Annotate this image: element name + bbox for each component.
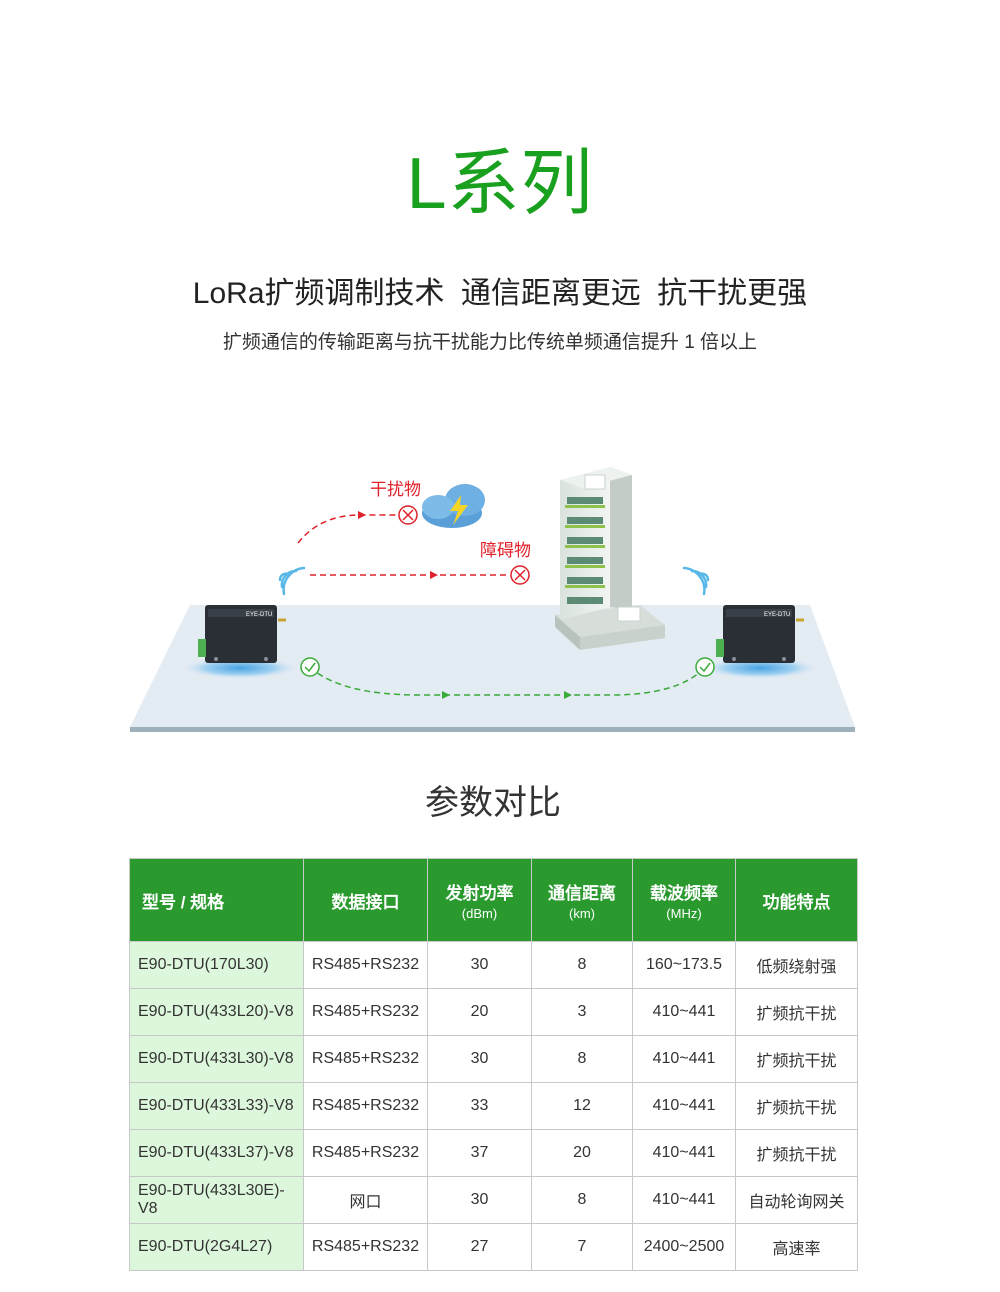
cell-power: 27 — [427, 1223, 532, 1271]
interference-label: 干扰物 — [370, 480, 421, 500]
header-interface: 数据接口 — [303, 858, 428, 942]
cell-power: 30 — [427, 1035, 532, 1083]
cell-power: 30 — [427, 1176, 532, 1224]
table-row: E90-DTU(433L30)-V8 RS485+RS232 30 8 410~… — [129, 1035, 858, 1083]
page-title: L系列 — [406, 144, 594, 224]
cell-power: 30 — [427, 941, 532, 989]
cell-model: E90-DTU(170L30) — [129, 941, 304, 989]
comparison-title: 参数对比 — [425, 784, 561, 822]
cell-model: E90-DTU(433L37)-V8 — [129, 1129, 304, 1177]
building — [555, 467, 665, 650]
cell-frequency: 410~441 — [632, 1035, 736, 1083]
cell-frequency: 160~173.5 — [632, 941, 736, 989]
left-check-icon — [300, 657, 320, 677]
cell-feature: 自动轮询网关 — [735, 1176, 858, 1224]
header-frequency: 载波频率 (MHz) — [632, 858, 736, 942]
platform — [130, 605, 855, 732]
cell-interface: RS485+RS232 — [303, 1035, 428, 1083]
cell-distance: 8 — [531, 941, 633, 989]
right-check-icon — [695, 657, 715, 677]
headline: LoRa扩频调制技术 通信距离更远 抗干扰更强 — [192, 277, 808, 310]
cell-distance: 8 — [531, 1176, 633, 1224]
cell-distance: 7 — [531, 1223, 633, 1271]
header-power-label: 发射功率 — [445, 884, 514, 903]
cell-model: E90-DTU(433L20)-V8 — [129, 988, 304, 1036]
right-device: EYE-DTU — [702, 605, 818, 679]
table-row: E90-DTU(170L30) RS485+RS232 30 8 160~173… — [129, 941, 858, 989]
cell-frequency: 410~441 — [632, 1082, 736, 1130]
right-device-brand: EYE-DTU — [764, 612, 790, 618]
cell-model: E90-DTU(433L30)-V8 — [129, 1035, 304, 1083]
left-device-brand: EYE-DTU — [246, 612, 272, 618]
obstacle-label: 障碍物 — [480, 541, 531, 561]
cell-distance: 3 — [531, 988, 633, 1036]
table-row: E90-DTU(2G4L27) RS485+RS232 27 7 2400~25… — [129, 1223, 858, 1271]
cell-distance: 20 — [531, 1129, 633, 1177]
cell-power: 33 — [427, 1082, 532, 1130]
obstacle-block-icon — [510, 565, 530, 585]
cell-frequency: 410~441 — [632, 1176, 736, 1224]
header-frequency-unit: (MHz) — [666, 906, 702, 921]
header-distance-unit: (km) — [569, 906, 595, 921]
cell-model: E90-DTU(433L30E)-V8 — [129, 1176, 304, 1224]
cell-interface: RS485+RS232 — [303, 1223, 428, 1271]
storm-cloud-icon — [422, 484, 485, 528]
table-row: E90-DTU(433L20)-V8 RS485+RS232 20 3 410~… — [129, 988, 858, 1036]
success-path — [300, 657, 715, 699]
cell-feature: 扩频抗干扰 — [735, 1129, 858, 1177]
subline: 扩频通信的传输距离与抗干扰能力比传统单频通信提升 1 倍以上 — [222, 332, 758, 353]
cell-feature: 低频绕射强 — [735, 941, 858, 989]
header-power-unit: (dBm) — [461, 906, 498, 921]
cell-frequency: 2400~2500 — [632, 1223, 736, 1271]
cell-interface: RS485+RS232 — [303, 1129, 428, 1177]
lora-diagram: EYE-DTU EYE-DTU — [130, 467, 855, 732]
header-feature: 功能特点 — [735, 858, 858, 942]
cell-model: E90-DTU(2G4L27) — [129, 1223, 304, 1271]
table-header-row: 型号 / 规格 数据接口 发射功率 (dBm) 通信距离 (km) 载波频率 (MHz… — [129, 858, 858, 942]
table-row: E90-DTU(433L30E)-V8 网口 30 8 410~441 自动轮询… — [129, 1176, 858, 1224]
cell-interface: 网口 — [303, 1176, 428, 1224]
cell-distance: 8 — [531, 1035, 633, 1083]
header-power: 发射功率 (dBm) — [427, 858, 532, 942]
cell-interface: RS485+RS232 — [303, 941, 428, 989]
cell-interface: RS485+RS232 — [303, 1082, 428, 1130]
header-distance: 通信距离 (km) — [531, 858, 633, 942]
cell-frequency: 410~441 — [632, 988, 736, 1036]
header-distance-label: 通信距离 — [548, 884, 616, 903]
cell-feature: 扩频抗干扰 — [735, 1035, 858, 1083]
cell-power: 37 — [427, 1129, 532, 1177]
left-device: EYE-DTU — [182, 605, 298, 679]
cell-frequency: 410~441 — [632, 1129, 736, 1177]
cell-feature: 扩频抗干扰 — [735, 988, 858, 1036]
cell-feature: 高速率 — [735, 1223, 858, 1271]
cell-distance: 12 — [531, 1082, 633, 1130]
left-wifi-icon — [278, 566, 306, 596]
cell-model: E90-DTU(433L33)-V8 — [129, 1082, 304, 1130]
cell-power: 20 — [427, 988, 532, 1036]
right-wifi-icon — [682, 566, 710, 596]
obstacle-path: 障碍物 — [310, 541, 531, 585]
cell-interface: RS485+RS232 — [303, 988, 428, 1036]
interference-block-icon — [398, 505, 418, 525]
interference-path: 干扰物 — [297, 480, 421, 544]
table-row: E90-DTU(433L33)-V8 RS485+RS232 33 12 410… — [129, 1082, 858, 1130]
comparison-table: 型号 / 规格 数据接口 发射功率 (dBm) 通信距离 (km) 载波频率 (MHz… — [129, 858, 858, 1271]
header-frequency-label: 载波频率 — [650, 884, 718, 903]
cell-feature: 扩频抗干扰 — [735, 1082, 858, 1130]
table-row: E90-DTU(433L37)-V8 RS485+RS232 37 20 410… — [129, 1129, 858, 1177]
header-model: 型号 / 规格 — [129, 858, 304, 942]
